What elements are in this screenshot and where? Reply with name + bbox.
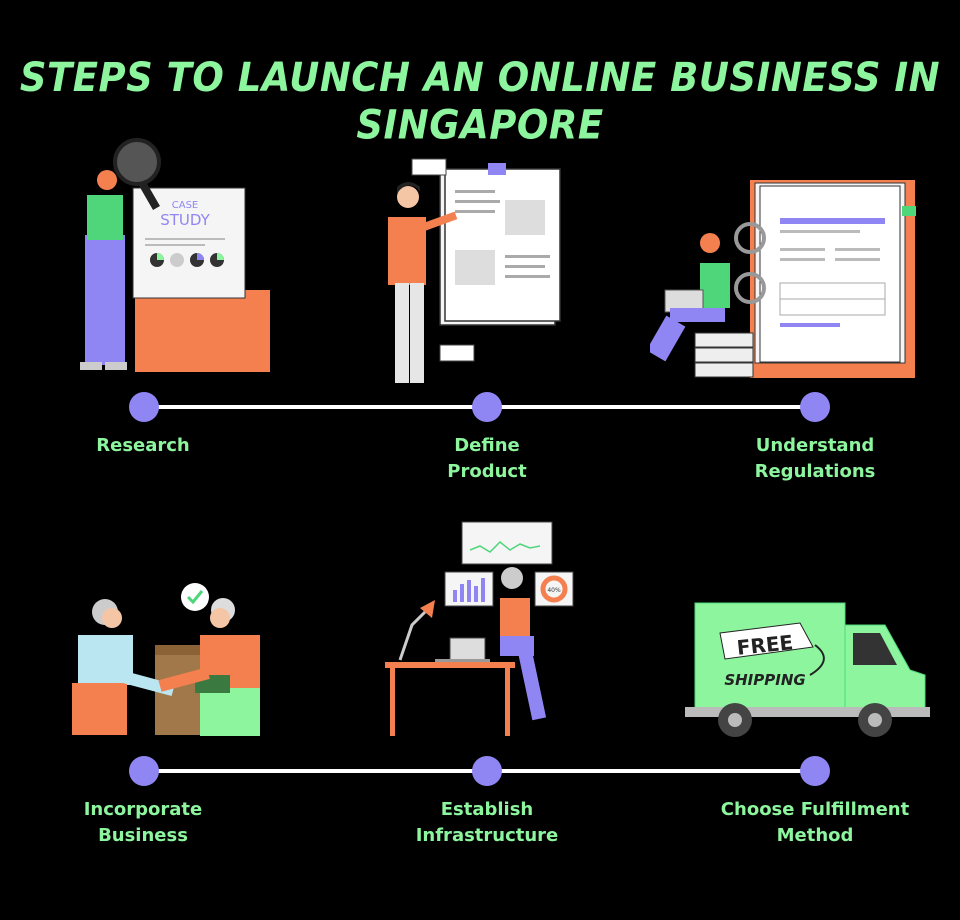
research-illustration: CASE STUDY	[80, 138, 270, 372]
shipping-text: SHIPPING	[724, 671, 805, 689]
step-label-1: Research	[33, 433, 253, 459]
step-5-line-2: Infrastructure	[415, 825, 559, 846]
step-label-5: Establish Infrastructure	[377, 797, 597, 849]
step-dot-1	[129, 392, 159, 422]
regulations-illustration	[650, 180, 916, 378]
step-3-line-2: Regulations	[754, 461, 876, 482]
step-2-line-2: Product	[447, 461, 527, 482]
free-text: FREE	[736, 630, 795, 660]
step-2-line-1: Define	[454, 435, 520, 456]
step-6-line-1: Choose Fulfillment	[720, 799, 910, 820]
step-1-line-1: Research	[96, 435, 190, 456]
step-dot-3	[800, 392, 830, 422]
case-study-text-2: STUDY	[160, 211, 210, 229]
step-4-line-2: Business	[98, 825, 188, 846]
gauge-text: 40%	[547, 587, 561, 594]
page-title-line-1: STEPS TO LAUNCH AN ONLINE BUSINESS IN	[19, 54, 941, 101]
step-dot-5	[472, 756, 502, 786]
step-5-line-1: Establish	[440, 799, 534, 820]
step-3-line-1: Understand	[755, 435, 875, 456]
truck-illustration: FREE SHIPPING	[685, 602, 930, 737]
define-product-illustration	[388, 158, 561, 383]
step-4-line-1: Incorporate	[83, 799, 203, 820]
case-study-text-1: CASE	[172, 200, 199, 211]
step-dot-4	[129, 756, 159, 786]
step-dot-2	[472, 392, 502, 422]
step-dot-6	[800, 756, 830, 786]
page-title: STEPS TO LAUNCH AN ONLINE BUSINESS IN SI…	[0, 54, 960, 149]
step-label-2: Define Product	[377, 433, 597, 485]
step-label-6: Choose Fulfillment Method	[705, 797, 925, 849]
infrastructure-illustration: 40%	[385, 521, 574, 736]
step-6-line-2: Method	[776, 825, 854, 846]
step-label-4: Incorporate Business	[33, 797, 253, 849]
step-label-3: Understand Regulations	[705, 433, 925, 485]
incorporate-illustration	[72, 583, 260, 736]
page-title-line-2: SINGAPORE	[356, 102, 604, 149]
